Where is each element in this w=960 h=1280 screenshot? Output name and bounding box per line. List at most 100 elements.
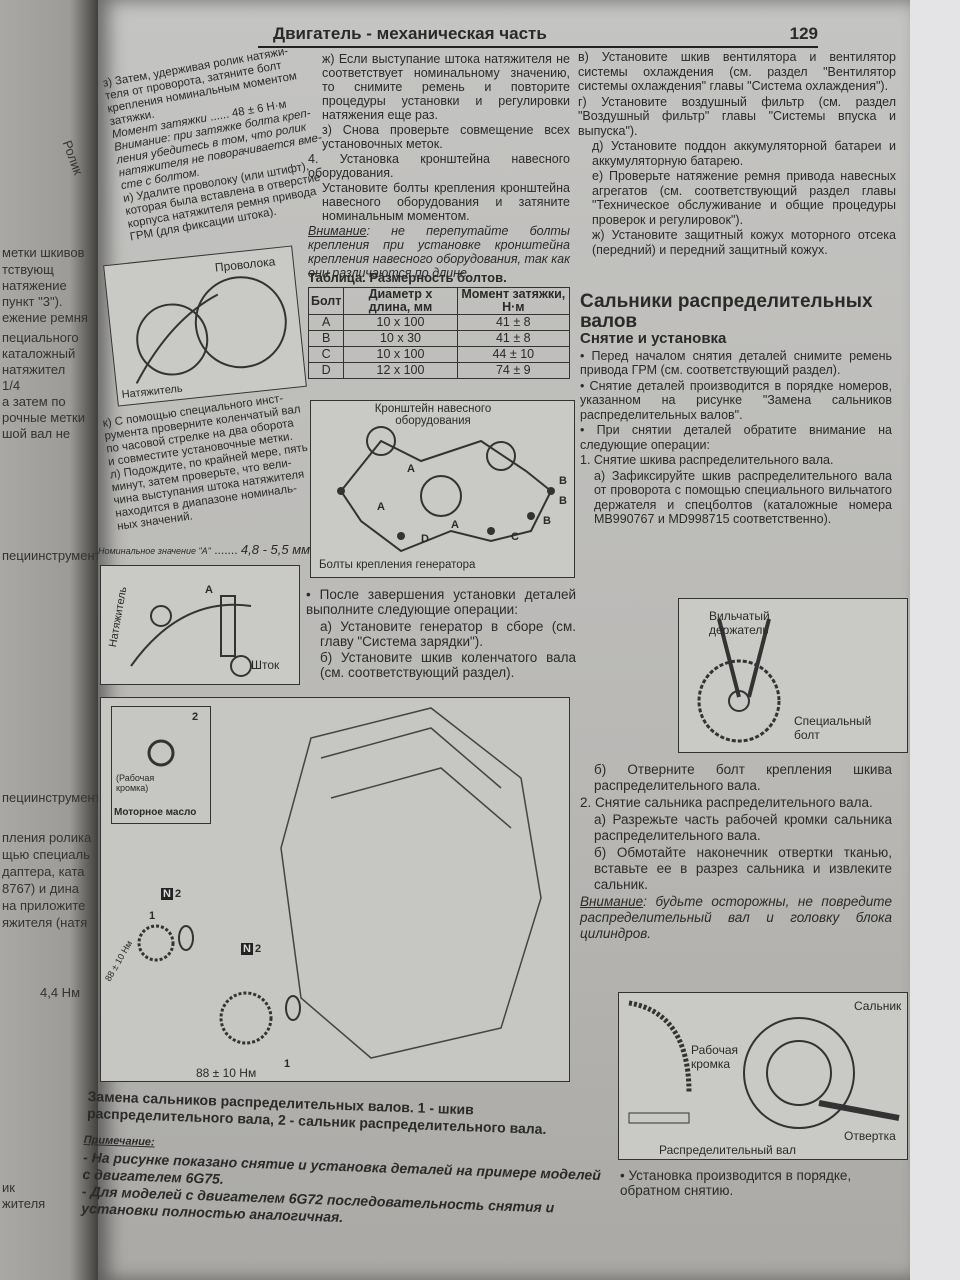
left-fragment: шой вал не — [2, 426, 71, 441]
paragraph: б) Отверните болт крепления шкива распре… — [594, 762, 892, 793]
column-header: Болт — [307, 287, 345, 316]
working-lip-label: Рабочая кромка — [691, 1043, 738, 1071]
paragraph: з) Снова проверьте совмещение всех устан… — [322, 123, 570, 151]
cell: 10 x 100 — [343, 346, 458, 364]
page-number: 129 — [789, 24, 818, 43]
holder-label: Вильчатый держатель — [709, 609, 770, 637]
rod-drawing — [130, 595, 252, 677]
cell: 41 ± 8 — [456, 330, 571, 348]
left-fragment: натяжител — [2, 362, 66, 377]
bolt-letter-b: B — [559, 495, 567, 507]
cell: 10 x 100 — [343, 314, 458, 332]
seal-label: Сальник — [854, 999, 902, 1013]
book-page: Двигатель - механическая часть 129 з) За… — [81, 0, 910, 1280]
left-column-text4: к) С помощью специального инст- румента … — [102, 390, 316, 534]
rod-label: Шток — [251, 658, 280, 672]
table-header-row: Болт Диаметр x длина, мм Момент затяжки,… — [307, 287, 571, 316]
dimension-a-label: A — [205, 584, 213, 596]
bolt-letter-d: D — [421, 533, 429, 545]
cell: 41 ± 8 — [456, 314, 571, 332]
paragraph: ж) Если выступание штока натяжителя не с… — [322, 52, 570, 122]
holder-drawing — [697, 618, 781, 743]
paragraph: б) Установите шкив коленчатого вала (см.… — [320, 650, 576, 681]
paragraph: • Снятие деталей производится в порядке … — [580, 378, 892, 422]
left-fragment: Ролик — [59, 138, 86, 177]
part-number-2: 2 — [175, 888, 182, 900]
protrusion-label: Номинальное значение "А" — [98, 546, 211, 556]
engine-drawing — [137, 707, 542, 1059]
warning-label: Внимание — [308, 224, 367, 238]
screwdriver-label: Отвертка — [844, 1129, 896, 1143]
left-fragment: дaптера, ката — [2, 864, 85, 879]
paragraph: в) Установите шкив вентилятора и вентиля… — [578, 50, 896, 93]
column-header: Диаметр x длина, мм — [343, 287, 458, 316]
left-fragment: яжителя (натя — [2, 915, 88, 930]
paragraph: • После завершения установки деталей вып… — [306, 587, 576, 618]
bolt-letter-a: A — [451, 519, 459, 531]
cell: B — [307, 330, 345, 348]
left-page: Ролик метки шкивов тствующ натяжение пун… — [0, 0, 100, 1280]
left-fragment: 8767) и дина — [2, 881, 79, 896]
section-title: Сальники распределительных валов — [580, 291, 873, 332]
cell: 10 x 30 — [343, 330, 458, 348]
caption-note: Примечание: - На рисунке показано снятие… — [81, 1132, 603, 1235]
left-fragment: ежение ремня — [2, 310, 88, 325]
background-surface — [905, 0, 960, 1280]
generator-bolts-label: Болты крепления генератора — [319, 559, 476, 571]
left-fragment: пециинструмент — [2, 548, 100, 563]
step-heading: 4. Установка кронштейна навесного оборуд… — [308, 152, 570, 180]
torque-label: 88 ± 10 Нм — [196, 1066, 257, 1080]
left-fragment: а затем по — [2, 394, 66, 409]
paragraph: г) Установите воздушный фильтр (см. разд… — [578, 94, 896, 138]
protrusion-value: 4,8 - 5,5 мм — [240, 542, 311, 557]
column-header: Момент затяжки, Н·м — [456, 287, 571, 316]
paragraph: а) Разрежьте часть рабочей кромки сальни… — [594, 812, 892, 843]
cell: 74 ± 9 — [456, 362, 571, 380]
left-fragment: на приложите — [2, 898, 86, 913]
part-number-1: 1 — [149, 910, 156, 922]
wire-figure: Проволока Натяжитель — [103, 245, 307, 407]
bracket-label: Кронштейн навесного оборудования — [374, 403, 492, 427]
paragraph: б) Обмотайте наконечник отвертки тканью,… — [594, 845, 892, 892]
bracket-figure: Кронштейн навесного оборудования A A A B… — [310, 400, 575, 578]
middle-column: ж) Если выступание штока натяжителя не с… — [308, 52, 570, 281]
left-fragment: щью специаль — [2, 847, 90, 862]
left-fragment: 1/4 — [2, 378, 21, 393]
tensioner-drawing — [135, 276, 287, 384]
warning-text: : будьте осторожны, не повредите распред… — [580, 894, 892, 941]
right-column: в) Установите шкив вентилятора и вентиля… — [578, 50, 896, 258]
n-badge: N — [161, 888, 173, 900]
bolt-letter-a: A — [407, 463, 415, 475]
cell: A — [307, 314, 345, 332]
engine-oil-label: Моторное масло — [114, 807, 197, 818]
bolt-letter-c: C — [511, 531, 519, 543]
left-fragment: пециинструмент — [2, 790, 100, 805]
seal-drawing — [628, 1000, 900, 1129]
page-header: Двигатель - механическая часть 129 — [258, 22, 818, 48]
part-number-2: 2 — [255, 943, 262, 955]
part-number-2: 2 — [192, 711, 199, 723]
warning-text: : не перепутайте болты крепления при уст… — [308, 224, 570, 280]
figure-caption: Замена сальников распределительных валов… — [86, 1088, 547, 1138]
removal-steps: б) Отверните болт крепления шкива распре… — [580, 762, 892, 943]
part-number-1: 1 — [284, 1058, 291, 1070]
left-fragment: тствующ — [2, 262, 54, 277]
chapter-title: Двигатель - механическая часть — [273, 24, 547, 43]
left-fragment: 4,4 Нм — [40, 985, 81, 1000]
left-fragment: рочные метки — [2, 410, 85, 425]
warning-label: Внимание — [580, 894, 644, 909]
left-fragment: метки шкивов — [2, 245, 85, 260]
paragraph: д) Установите поддон аккумуляторной бата… — [592, 139, 896, 168]
paragraph: а) Зафиксируйте шкив распределительного … — [594, 468, 892, 527]
oil-inset: 2 (Рабочая кромка) Моторное масло — [111, 706, 211, 824]
cell: D — [307, 362, 345, 380]
subsection-title: Снятие и установка — [580, 330, 727, 347]
paragraph: • При снятии деталей обратите внимание н… — [580, 423, 892, 452]
step-heading: 1. Снятие шкива распределительного вала. — [580, 453, 834, 467]
left-fragment: жителя — [2, 1196, 46, 1211]
